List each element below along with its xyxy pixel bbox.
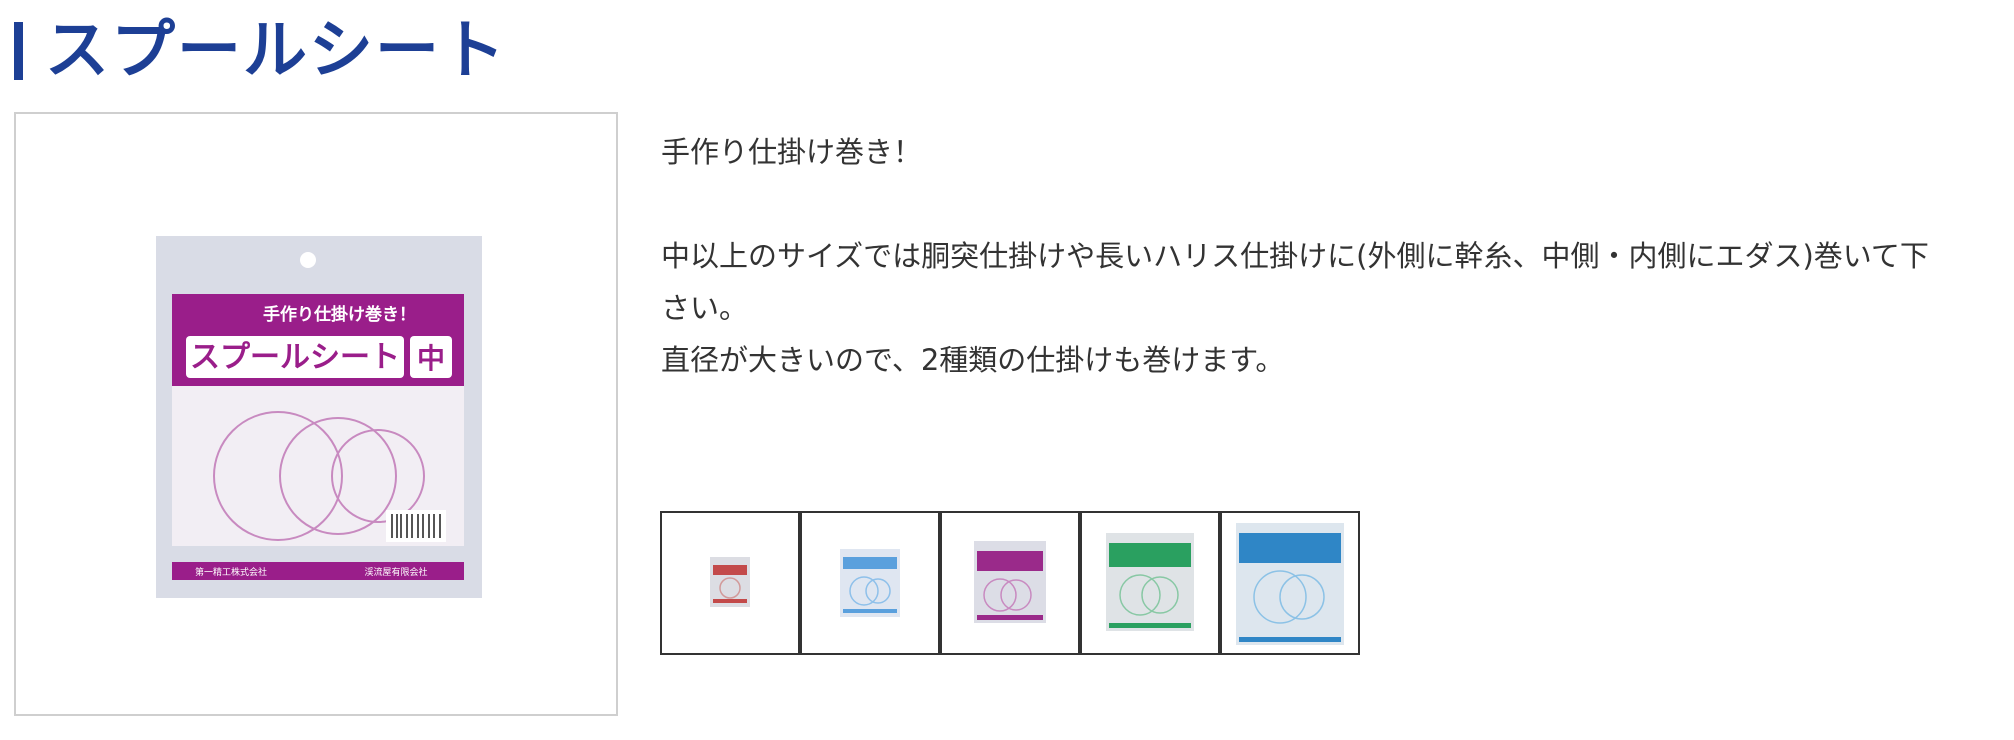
spool-mid-ring: [279, 417, 397, 535]
spool-outer-ring: [213, 411, 343, 541]
thumbnail-image-5: [1236, 523, 1344, 645]
page-title-block: スプールシート: [14, 14, 507, 88]
size-badge: 中: [417, 342, 445, 375]
thumbnail-spool-sheet-medium[interactable]: [940, 511, 1080, 655]
thumbnail-image-2: [840, 549, 900, 617]
thumb-1-band: [713, 565, 747, 575]
page-title: スプールシート: [45, 14, 507, 88]
description-line-2: さい。: [661, 291, 749, 325]
description-line-3: 直径が大きいので、2種類の仕掛けも巻けます。: [661, 343, 1285, 377]
product-description: 手作り仕掛け巻き！ 中以上のサイズでは胴突仕掛けや長いハリス仕掛けに(外側に幹糸…: [661, 126, 2014, 386]
thumbnail-spool-sheet-large[interactable]: [1080, 511, 1220, 655]
thumbnail-spool-sheet-xlarge[interactable]: [1220, 511, 1360, 655]
package-manufacturer: 第一精工株式会社: [195, 566, 267, 578]
package-name-plate: [186, 336, 404, 378]
thumbnail-gallery: [660, 511, 1360, 655]
title-accent-bar: [14, 22, 23, 80]
thumbnail-image-3: [974, 541, 1046, 623]
package-top-label: 手作り仕掛け巻き！: [263, 304, 416, 325]
description-line-1: 中以上のサイズでは胴突仕掛けや長いハリス仕掛けに(外側に幹糸、中側・内側にエダス…: [661, 239, 1929, 273]
main-product-image[interactable]: 手作り仕掛け巻き！ スプールシート 中 第一精工株式会社 渓流屋有限会社: [14, 112, 618, 716]
package-name: スプールシート: [190, 340, 400, 375]
thumbnail-image-1: [710, 557, 750, 607]
package-seller: 渓流屋有限会社: [364, 566, 427, 578]
thumbnail-spool-sheet-blue[interactable]: [800, 511, 940, 655]
size-badge-box: [410, 336, 452, 378]
product-package-svg: 手作り仕掛け巻き！ スプールシート 中 第一精工株式会社 渓流屋有限会社: [156, 236, 482, 598]
thumbnail-image-4: [1106, 533, 1194, 631]
package-hang-hole: [300, 252, 316, 268]
thumbnail-spool-sheet-small[interactable]: [660, 511, 800, 655]
description-spacer: [661, 178, 2014, 230]
barcode-icon: [391, 514, 441, 538]
spool-inner-ring: [331, 429, 425, 523]
description-tagline: 手作り仕掛け巻き！: [661, 135, 923, 169]
barcode-box: [386, 510, 446, 542]
package-bottom-band: [172, 562, 464, 580]
